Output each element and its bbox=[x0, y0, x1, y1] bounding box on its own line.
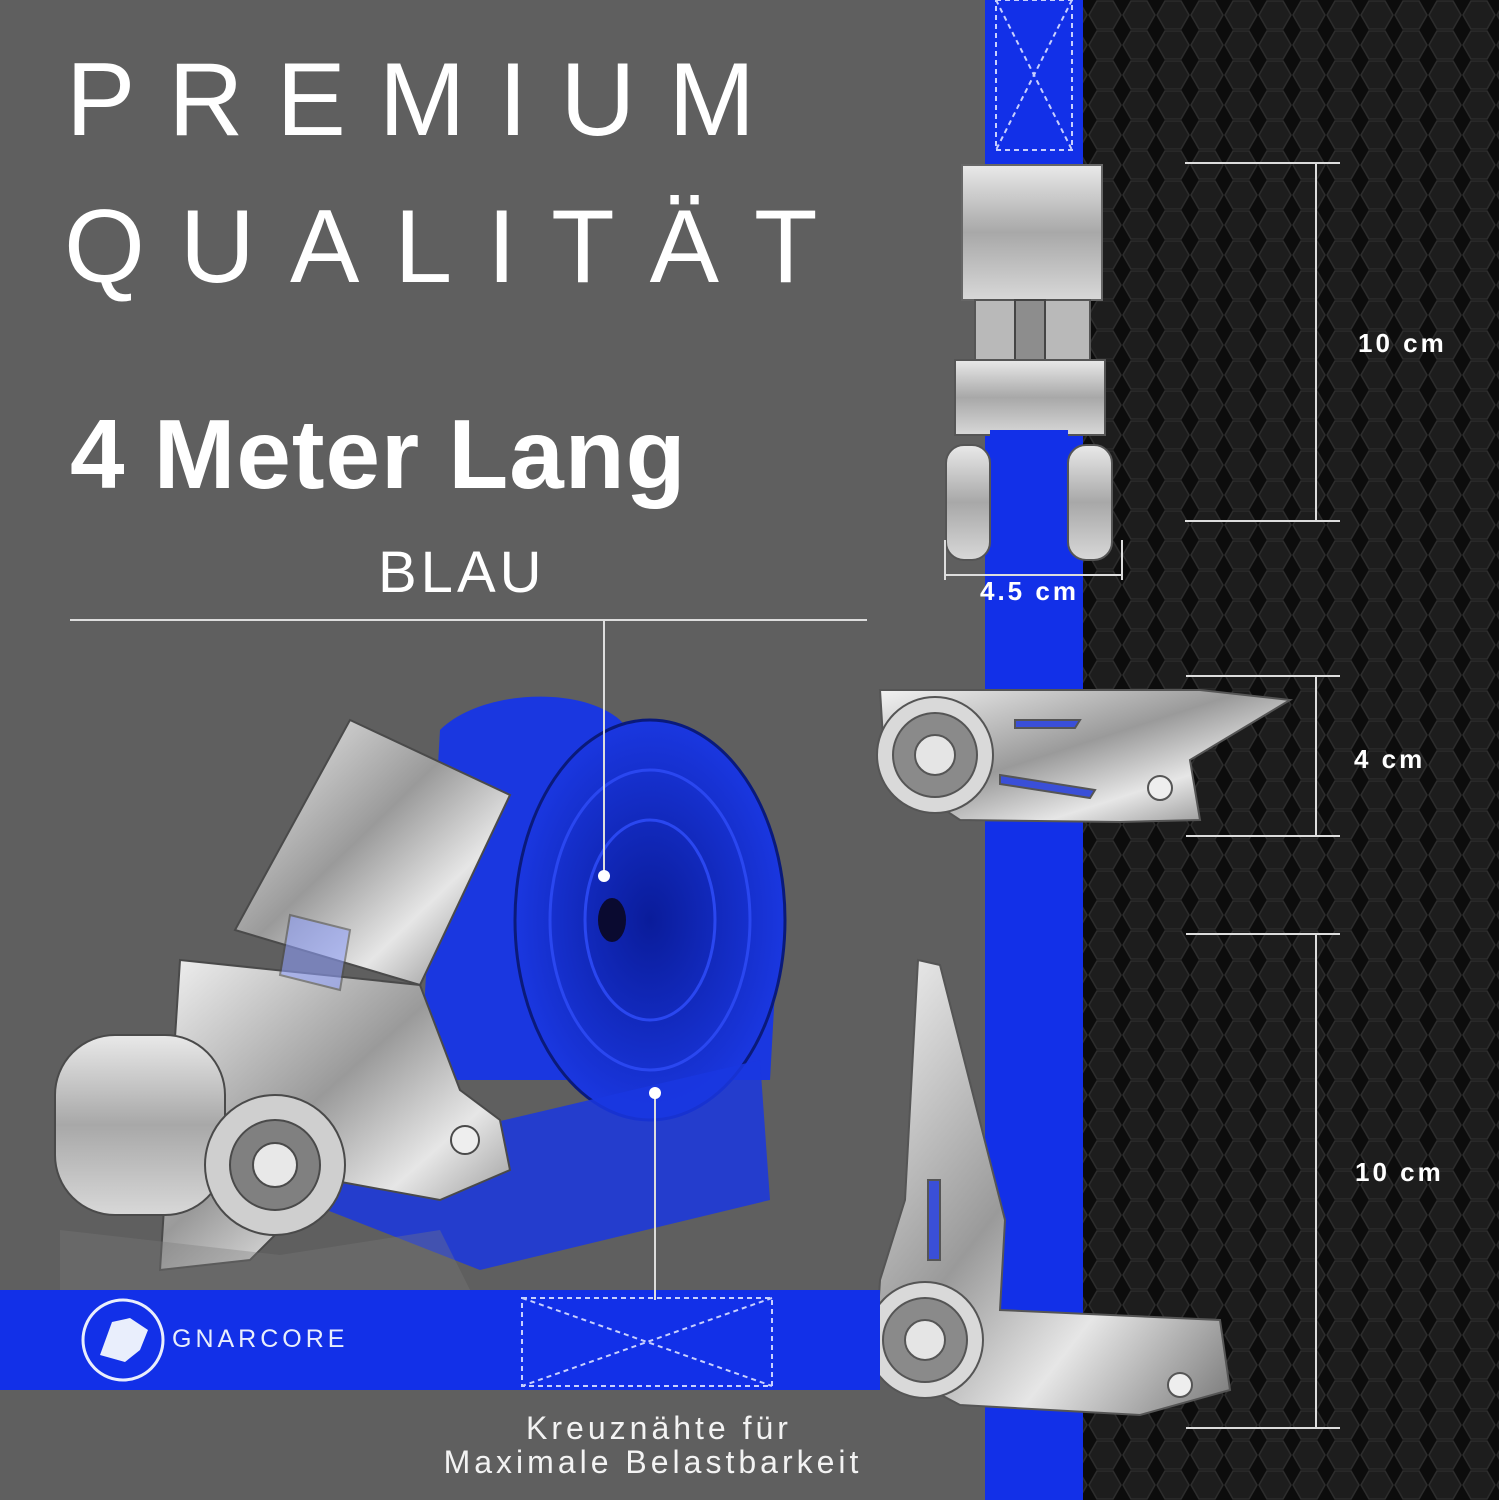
brand-name: GNARCORE bbox=[172, 1325, 349, 1353]
dimension-middle-height: 4 cm bbox=[1354, 744, 1426, 774]
dimension-bottom-height: 10 cm bbox=[1355, 1157, 1444, 1187]
caption-line-1: Kreuznähte für bbox=[526, 1410, 792, 1446]
length-label: 4 Meter Lang bbox=[70, 399, 687, 509]
caption-line-2: Maximale Belastbarkeit bbox=[443, 1444, 863, 1480]
ratchet-side-view bbox=[876, 689, 1294, 824]
headline-qualitaet: QUALITÄT bbox=[64, 189, 853, 305]
ratchet-lever-view bbox=[866, 958, 1232, 1417]
dimension-top-height: 10 cm bbox=[1358, 328, 1447, 358]
dimension-width: 4.5 cm bbox=[980, 576, 1079, 606]
ratchet-front-view bbox=[945, 164, 1113, 561]
brand-logo bbox=[81, 1298, 165, 1382]
ratchet-main bbox=[54, 718, 512, 1272]
color-label: BLAU bbox=[378, 540, 546, 605]
headline-premium: PREMIUM bbox=[66, 42, 789, 158]
